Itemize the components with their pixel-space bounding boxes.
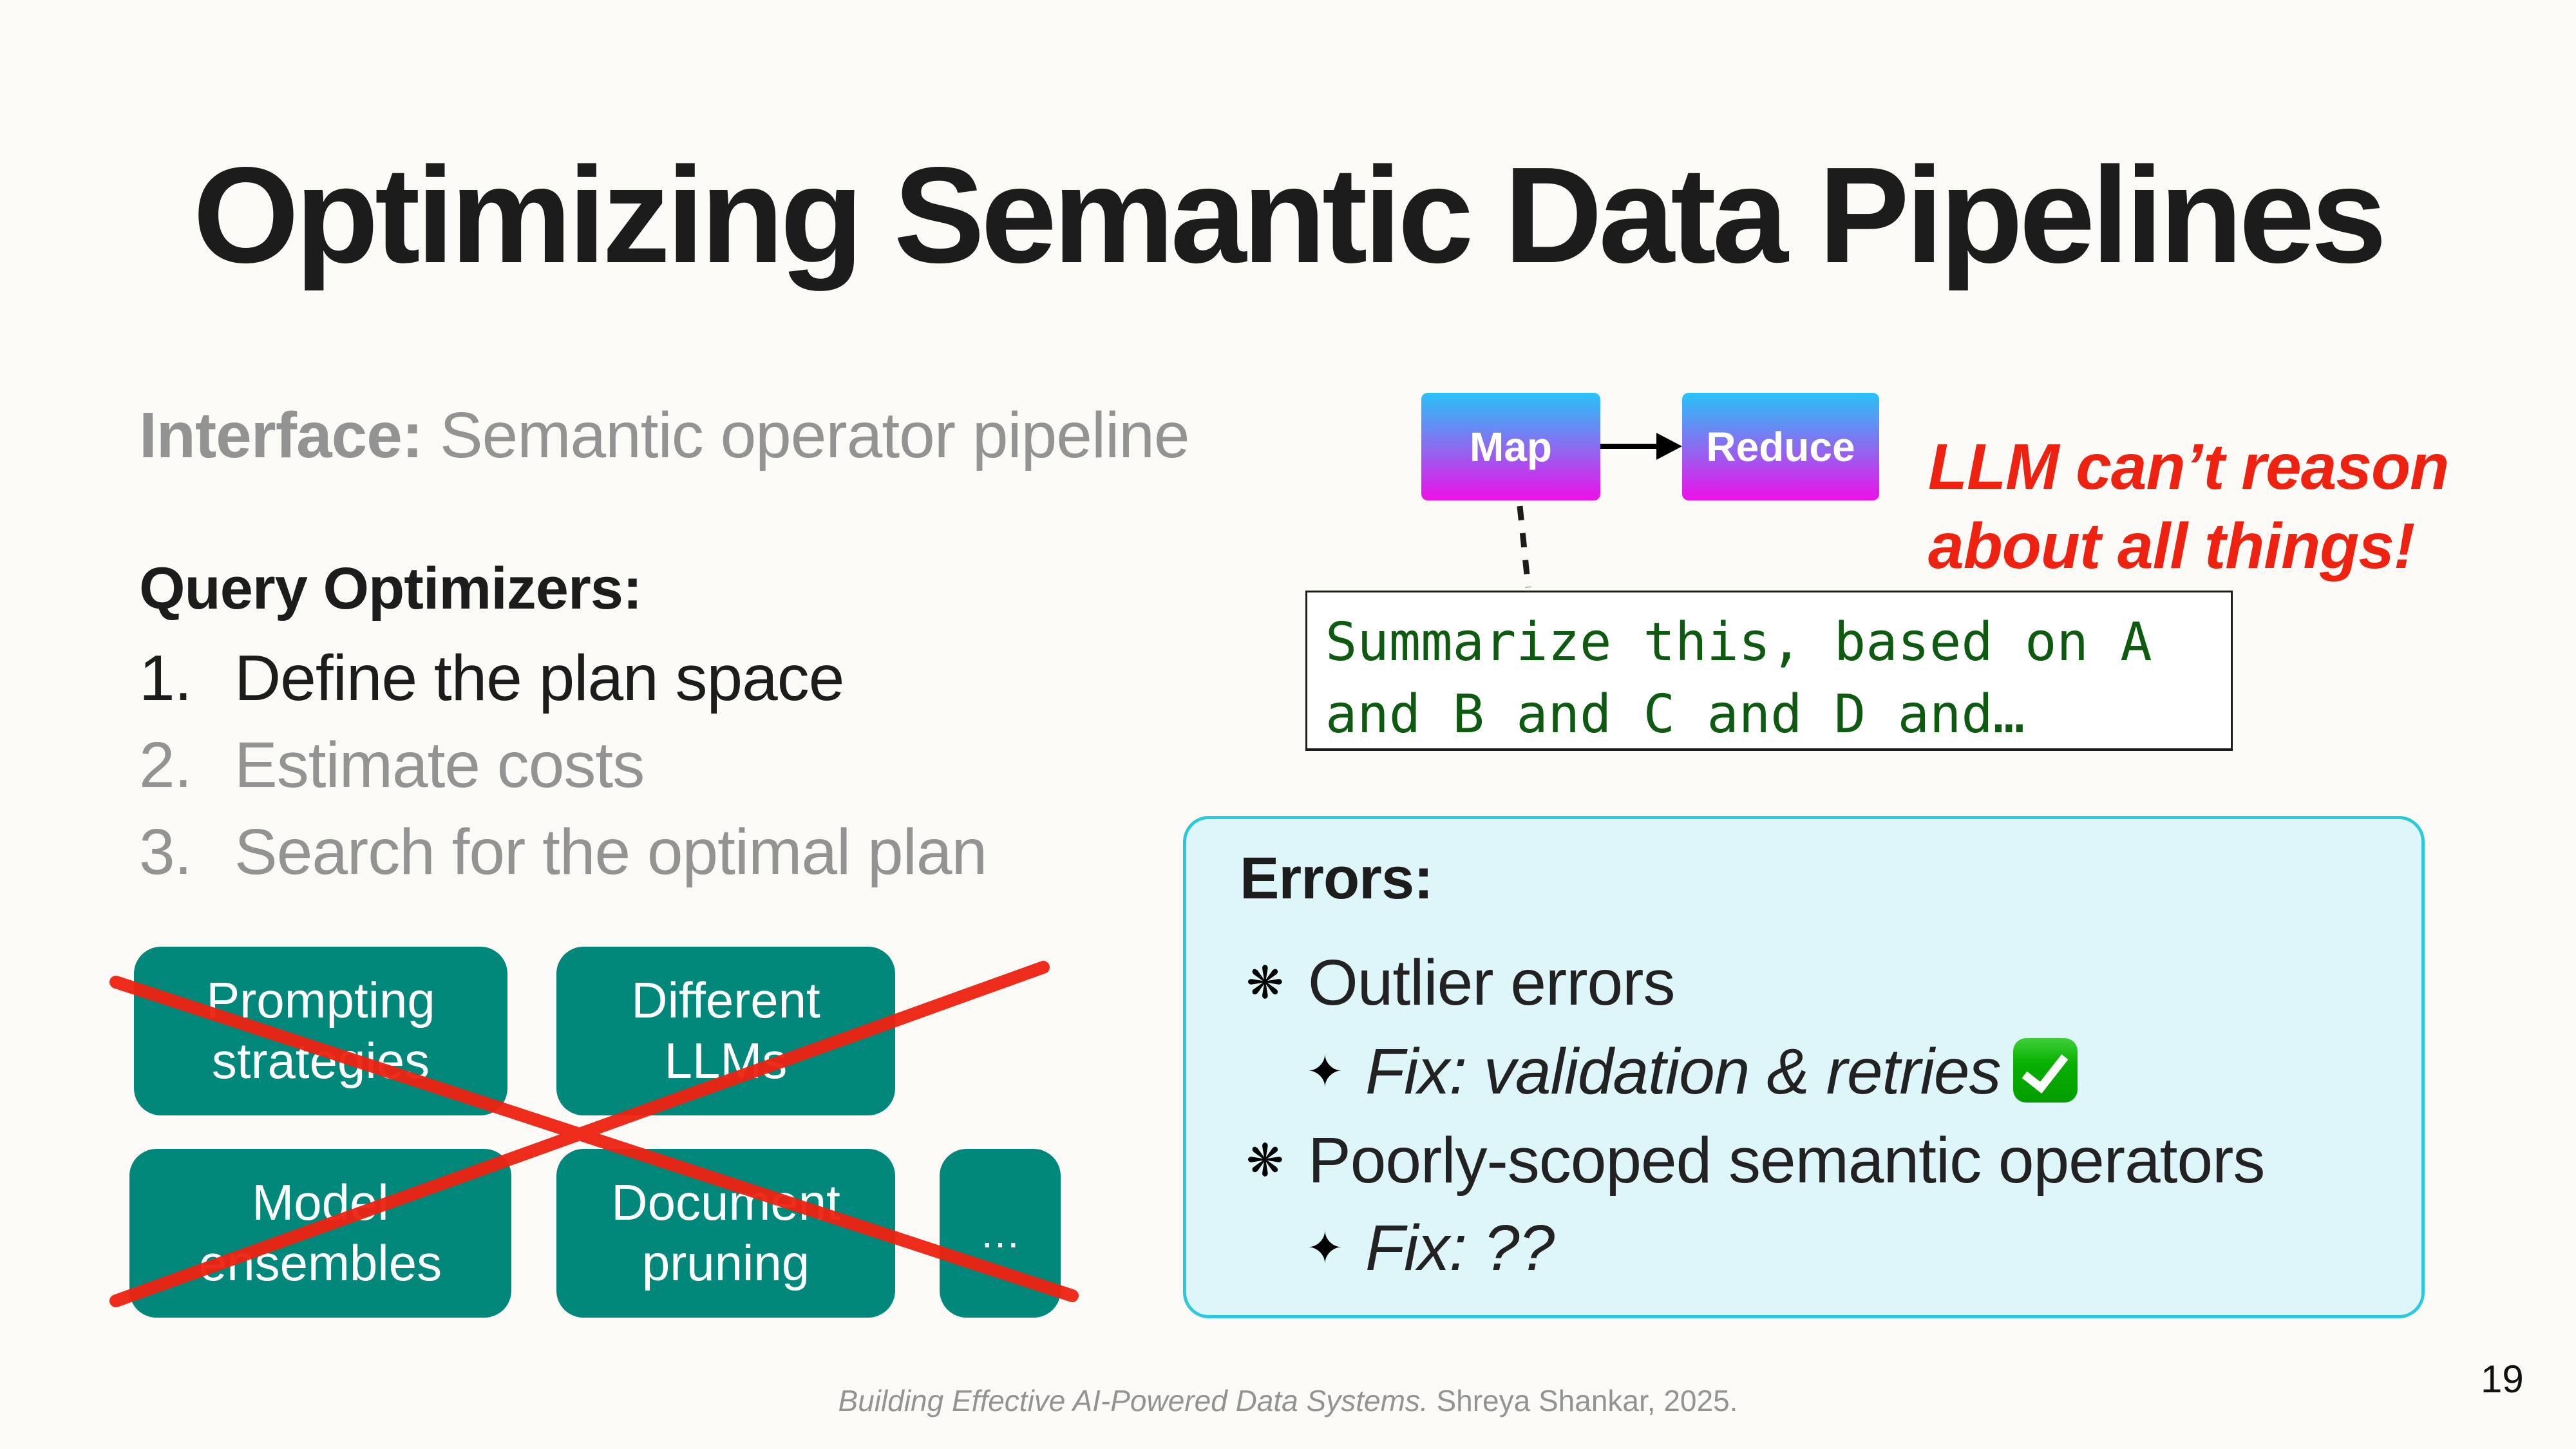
optimizer-step-3: 3.Search for the optimal plan [139,820,987,884]
map-label: Map [1470,423,1552,470]
step-number: 1. [139,642,192,714]
interface-line: Interface: Semantic operator pipeline [139,403,1190,468]
dashed-connector [1517,506,1531,588]
strategy-line: LLMs [664,1032,788,1089]
strategy-line: pruning [641,1235,810,1291]
strategy-line: strategies [211,1032,430,1089]
error-item-poorly-scoped: ❋Poorly-scoped semantic operators [1246,1128,2265,1193]
asterisk-bullet-icon: ❋ [1246,958,1284,1008]
fix-text: Fix: ?? [1365,1212,1555,1284]
annotation-line-1: LLM can’t reason [1928,431,2449,503]
llm-limitation-annotation: LLM can’t reason about all things! [1928,428,2449,586]
strategy-line: Prompting [206,972,435,1029]
check-mark-icon [2013,1038,2078,1103]
interface-value: Semantic operator pipeline [422,399,1190,471]
step-text: Estimate costs [234,729,645,801]
citation-footer: Building Effective AI-Powered Data Syste… [0,1386,2576,1416]
optimizer-step-1: 1.Define the plan space [139,646,844,710]
step-text: Define the plan space [234,642,844,714]
page-number: 19 [2481,1358,2524,1401]
fix-text: Fix: validation & retries [1365,1036,2001,1108]
error-fix-outlier: ✦Fix: validation & retries [1306,1038,2078,1104]
reduce-operator: Reduce [1682,393,1879,500]
citation-author: Shreya Shankar, 2025. [1428,1384,1738,1417]
slide-title: Optimizing Semantic Data Pipelines [193,138,2387,291]
error-fix-poorly-scoped: ✦Fix: ?? [1306,1216,1555,1280]
operator-prompt-box: Summarize this, based on A and B and C an… [1305,591,2233,751]
strategy-box-more: … [940,1149,1061,1318]
reduce-label: Reduce [1706,423,1855,470]
prompt-line-1: Summarize this, based on A [1325,612,2152,673]
step-number: 3. [139,816,192,888]
error-item-outlier: ❋Outlier errors [1246,951,1675,1015]
optimizer-step-2: 2. Estimate costs [139,729,645,801]
sparkle-bullet-icon: ✦ [1306,1223,1344,1273]
prompt-line-2: and B and C and D and… [1325,684,2025,745]
step-number: 2. [139,729,192,801]
strategy-line: Document [611,1174,840,1231]
annotation-line-2: about all things! [1928,510,2415,582]
arrow-right-icon [1600,433,1682,460]
strategy-ellipsis: … [980,1209,1021,1256]
error-text: Outlier errors [1308,947,1675,1019]
errors-panel [1183,816,2425,1318]
query-optimizers-heading: Query Optimizers: [139,556,643,621]
strategy-line: Different [631,972,820,1029]
step-text: Search for the optimal plan [234,816,987,888]
interface-label: Interface: [139,399,423,471]
asterisk-bullet-icon: ❋ [1246,1135,1284,1186]
error-text: Poorly-scoped semantic operators [1308,1124,2265,1197]
sparkle-bullet-icon: ✦ [1306,1046,1344,1097]
citation-title: Building Effective AI-Powered Data Syste… [838,1384,1428,1417]
map-operator: Map [1421,393,1600,500]
strategy-line: ensembles [198,1235,442,1291]
strategy-line: Model [252,1174,389,1231]
errors-title: Errors: [1240,846,1434,911]
